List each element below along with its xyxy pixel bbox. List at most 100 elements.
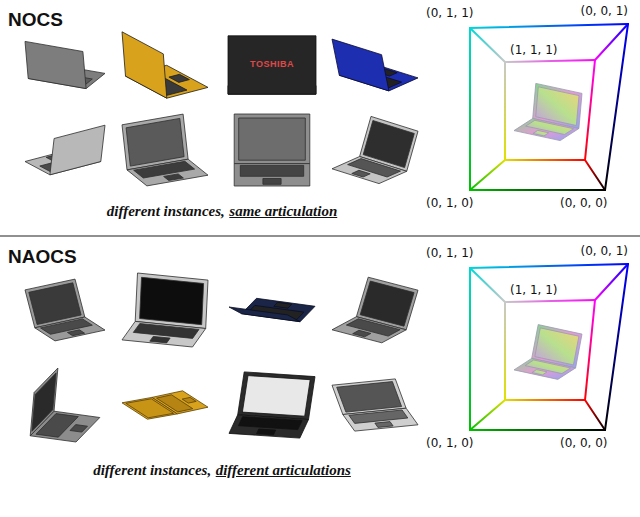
laptop-display xyxy=(32,373,56,431)
laptop-screen xyxy=(122,397,177,419)
laptop-illustration xyxy=(229,298,315,321)
laptop-base xyxy=(122,321,206,347)
cube-edge xyxy=(470,189,605,191)
brand-logo: TOSHIBA xyxy=(250,59,294,69)
laptop-lid xyxy=(122,32,167,98)
cube-edge xyxy=(585,300,595,400)
cube-edge xyxy=(585,60,595,160)
cube-edge xyxy=(470,24,628,28)
cube-edge xyxy=(505,60,595,62)
laptop-illustration xyxy=(332,277,418,343)
laptop-display xyxy=(29,283,81,325)
laptop-illustration xyxy=(122,32,208,98)
laptop-base xyxy=(514,358,576,379)
laptop-illustration xyxy=(122,273,208,347)
laptop-keyboard xyxy=(133,324,199,339)
laptop-screen xyxy=(238,372,315,420)
corner-coordinate: (0, 0, 0) xyxy=(560,197,608,210)
cube-edge xyxy=(605,24,628,190)
corner-coordinate: (1, 1, 1) xyxy=(510,284,558,297)
color-cube xyxy=(470,24,628,190)
laptop-display xyxy=(126,399,174,418)
laptop-illustration xyxy=(234,114,310,186)
laptop-touchpad xyxy=(274,302,292,308)
laptop-illustration xyxy=(332,116,418,183)
laptop-lid xyxy=(50,125,105,175)
laptop-illustration xyxy=(25,279,105,341)
laptop-keyboard xyxy=(134,161,195,178)
laptop-display xyxy=(536,87,579,126)
laptop-base xyxy=(229,415,309,438)
laptop-touchpad xyxy=(532,370,547,375)
laptop-display xyxy=(337,382,402,413)
corner-coordinate: (0, 0, 1) xyxy=(580,5,628,18)
cube-edge xyxy=(505,159,585,161)
cube-edge xyxy=(470,268,505,302)
laptop-keyboard xyxy=(349,410,408,423)
laptop-illustration xyxy=(332,379,418,431)
subtitle-text: different instances, xyxy=(93,462,211,478)
laptop-display xyxy=(242,376,310,417)
laptop-base xyxy=(514,119,579,141)
laptop-lid xyxy=(332,39,389,91)
laptop-illustration xyxy=(30,368,100,442)
cube-edge xyxy=(469,268,471,430)
color-cube xyxy=(470,264,628,430)
corner-coordinate: (1, 1, 1) xyxy=(510,44,558,57)
corner-coordinate: (0, 0, 1) xyxy=(580,245,628,258)
laptop-touchpad xyxy=(257,429,276,435)
laptop-base xyxy=(127,159,208,186)
laptop-display xyxy=(535,328,579,365)
laptop-touchpad xyxy=(353,330,371,337)
laptop-touchpad xyxy=(375,422,393,428)
cube-edge xyxy=(595,24,628,60)
laptop-keyboard xyxy=(41,319,93,334)
corner-coordinate: (0, 1, 0) xyxy=(426,437,474,450)
laptop-touchpad xyxy=(150,336,170,343)
corner-coordinate: (0, 0, 0) xyxy=(560,437,608,450)
panel-subtitle: different instances,same articulation xyxy=(107,202,338,220)
laptop-base xyxy=(234,164,310,186)
laptop-screen xyxy=(30,368,58,436)
cube-edge xyxy=(585,400,605,430)
laptop-illustration xyxy=(122,391,208,419)
cube-edge xyxy=(470,264,628,268)
laptop-screen xyxy=(234,114,310,164)
laptop-illustration xyxy=(229,372,315,438)
corner-coordinate: (0, 1, 1) xyxy=(426,7,474,20)
cube-edge xyxy=(469,28,471,190)
laptop-lid xyxy=(25,41,86,88)
laptop-touchpad xyxy=(70,425,88,433)
laptop-illustration xyxy=(25,125,105,175)
laptop-touchpad xyxy=(352,170,370,177)
corner-coordinate: (0, 1, 0) xyxy=(426,197,474,210)
panel-title: NOCS xyxy=(8,10,63,31)
laptop-display xyxy=(140,277,204,324)
laptop-touchpad xyxy=(533,130,549,136)
figure-panel: NAOCSdifferent instances,different artic… xyxy=(0,237,640,500)
laptop-touchpad xyxy=(263,179,281,185)
laptop-illustration xyxy=(122,114,208,186)
emphasis-text: different articulations xyxy=(216,462,351,478)
panel-subtitle: different instances, different articulati… xyxy=(93,461,351,479)
laptop-base xyxy=(332,157,407,184)
cube-edge xyxy=(505,399,585,401)
laptop-base xyxy=(35,317,105,341)
laptop-keyboard xyxy=(346,319,400,336)
cube-edge xyxy=(504,62,506,160)
laptop-base xyxy=(332,317,406,343)
laptop-illustration xyxy=(514,325,582,380)
cube-edge xyxy=(470,400,505,430)
laptop-illustration xyxy=(25,41,105,88)
cube-edge xyxy=(470,160,505,190)
cube-edge xyxy=(595,264,628,300)
laptop-touchpad xyxy=(67,330,84,336)
laptop-keyboard xyxy=(526,120,574,134)
panel-divider xyxy=(0,235,640,236)
laptop-illustration xyxy=(332,39,418,91)
laptop-touchpad xyxy=(182,397,196,403)
subtitle-text: different instances, xyxy=(107,203,225,219)
cube-edge xyxy=(504,302,506,400)
cube-edge xyxy=(470,28,505,62)
